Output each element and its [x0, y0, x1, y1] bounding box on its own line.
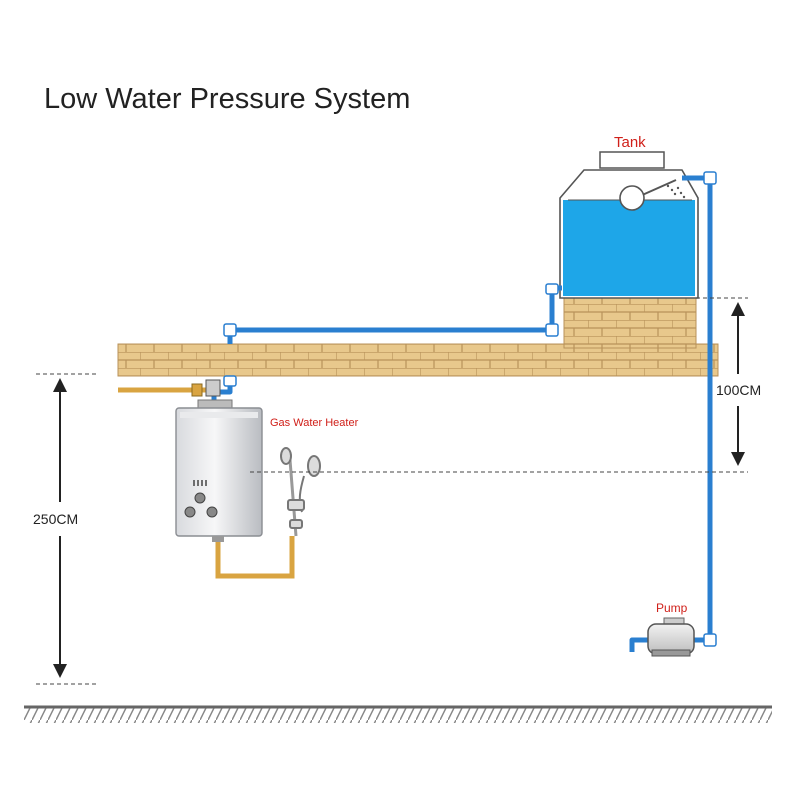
- valve-icon: [191, 379, 221, 397]
- dimension-label: 100CM: [716, 382, 761, 398]
- heater-knob-icon: [206, 506, 218, 518]
- float-arm: [639, 179, 677, 197]
- water-tank: Tank: [559, 134, 699, 299]
- float-ball-icon: [619, 185, 645, 211]
- arrow-up-icon: [731, 302, 745, 316]
- ground-line: [24, 705, 772, 723]
- hot-water-pipe: [215, 536, 295, 579]
- shower-icon: [280, 447, 321, 537]
- arrow-down-icon: [731, 452, 745, 466]
- arrow-up-icon: [53, 378, 67, 392]
- water-spray-icon: [666, 184, 686, 199]
- gas-water-heater: Gas Water Heater: [175, 399, 359, 542]
- water-pump: Pump: [647, 601, 695, 657]
- tank-lid: [599, 151, 665, 169]
- reference-lines: [36, 297, 748, 685]
- tank-base: [563, 297, 697, 349]
- dimension-label: 250CM: [33, 511, 78, 527]
- pipe-fittings: [223, 171, 717, 647]
- dimension-100cm: 100CM: [716, 302, 761, 466]
- floor-slab: [117, 343, 719, 377]
- heater-vent-icon: [193, 480, 207, 486]
- tank-water: [563, 200, 695, 296]
- heater-knob-icon: [184, 506, 196, 518]
- heater-knob-icon: [194, 492, 206, 504]
- dimension-250cm: 250CM: [33, 378, 78, 678]
- arrow-down-icon: [53, 664, 67, 678]
- heater-label: Gas Water Heater: [270, 417, 359, 429]
- pump-label: Pump: [656, 601, 688, 615]
- tank-label: Tank: [614, 134, 646, 151]
- page-title: Low Water Pressure System: [44, 83, 410, 115]
